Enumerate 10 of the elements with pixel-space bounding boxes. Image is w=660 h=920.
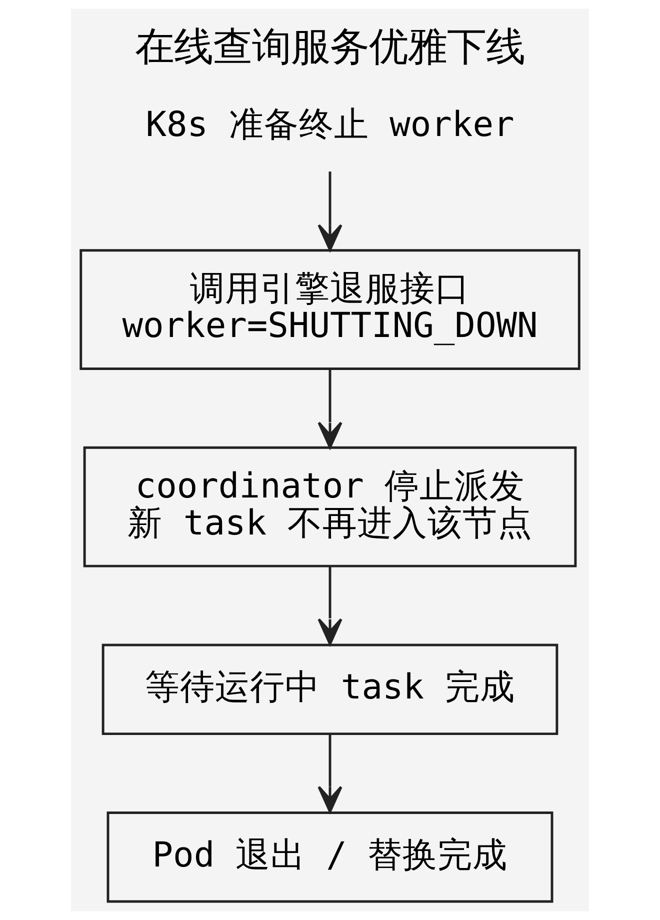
node-box: 等待运行中 task 完成 [102,644,558,736]
node-text: K8s 准备终止 worker [146,105,514,146]
arrow [318,370,342,449]
arrow [318,566,342,646]
arrow [318,734,342,813]
node-box: 调用引擎退服接口 worker=SHUTTING_DOWN [80,249,580,370]
diagram-title: 在线查询服务优雅下线 [135,24,525,70]
node-box: Pod 退出 / 替换完成 [106,812,554,903]
arrow [318,172,342,252]
node-box: coordinator 停止派发 新 task 不再进入该节点 [83,446,577,568]
